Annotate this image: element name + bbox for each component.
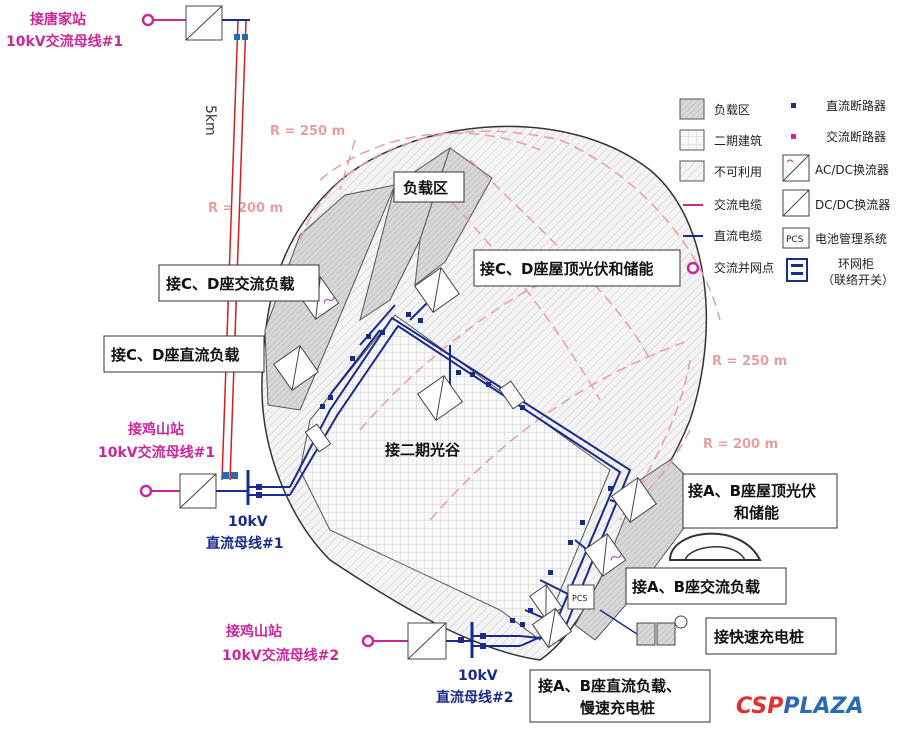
dc-bus1-kv: 10kV bbox=[228, 514, 268, 530]
cd-dc-load-box bbox=[103, 335, 265, 373]
radius-label-250-top: R = 250 m bbox=[270, 124, 345, 139]
legend-ring-main-label-2: （联络开关） bbox=[822, 272, 894, 287]
legend-dcdc-label: DC/DC换流器 bbox=[815, 198, 890, 212]
legend-grid-point-label: 交流并网点 bbox=[714, 260, 774, 275]
cd-pv-storage-box bbox=[473, 249, 681, 287]
legend-load-label: 负载区 bbox=[714, 103, 750, 117]
legend-ac-breaker-icon bbox=[791, 134, 796, 139]
jishan2-connection bbox=[361, 622, 520, 660]
legend-acdc-icon bbox=[782, 154, 810, 182]
legend-dc-cable-label: 直流电缆 bbox=[714, 229, 762, 243]
legend-phase2-label: 二期建筑 bbox=[714, 133, 762, 148]
legend-dc-breaker-icon bbox=[791, 103, 796, 108]
pcs-label: PCS bbox=[572, 594, 588, 603]
legend-ac-cable-label: 交流电缆 bbox=[714, 197, 762, 212]
cd-ac-load-box bbox=[158, 264, 320, 302]
ab-ac-load-label: 接A、B座交流负载 bbox=[632, 578, 760, 596]
dc-bus2-label: 直流母线#2 bbox=[436, 689, 513, 706]
dc-bus1-label: 直流母线#1 bbox=[206, 535, 283, 552]
ab-pv-storage-box bbox=[682, 473, 838, 529]
legend-ac-breaker-label: 交流断路器 bbox=[826, 129, 886, 144]
watermark-plaza: PLAZA bbox=[783, 694, 863, 719]
radius-label-200-left: R = 200 m bbox=[208, 201, 283, 216]
legend-dc-breaker-label: 直流断路器 bbox=[826, 98, 886, 113]
legend-unusable-swatch bbox=[679, 160, 705, 182]
valley-label: 接二期光谷 bbox=[385, 441, 461, 459]
jishan2-bus-label: 10kV交流母线#2 bbox=[222, 647, 339, 664]
load-zone-label-box bbox=[393, 171, 465, 203]
distance-label: 5km bbox=[202, 105, 218, 136]
legend-ring-main-icon bbox=[786, 258, 808, 282]
fast-charge-label: 接快速充电桩 bbox=[714, 628, 804, 646]
pcs-box: PCS bbox=[567, 584, 595, 610]
legend-acdc-label: AC/DC换流器 bbox=[815, 163, 889, 177]
ab-dc-load-box bbox=[529, 669, 711, 723]
cd-dc-load-label: 接C、D座直流负载 bbox=[111, 346, 239, 364]
tangjia-connection bbox=[141, 5, 250, 41]
converter-symbols bbox=[273, 267, 657, 649]
legend: 负载区 二期建筑 不可利用 交流电缆 直流电缆 交流并网点 直流断路器 交流断路… bbox=[679, 98, 894, 287]
jishan1-connection bbox=[139, 470, 290, 509]
legend-ring-main-label-1: 环网柜 bbox=[838, 257, 874, 271]
legend-load-swatch bbox=[679, 98, 705, 120]
legend-phase2-swatch bbox=[679, 129, 705, 151]
ab-pv-storage-label-2: 和储能 bbox=[734, 504, 779, 522]
ab-dc-load-label-1: 接A、B座直流负载、 bbox=[538, 677, 681, 695]
ab-ac-load-box bbox=[625, 567, 787, 605]
jishan2-label: 接鸡山站 bbox=[226, 623, 282, 640]
svg-text:PCS: PCS bbox=[786, 235, 804, 245]
tangjia-bus-label: 10kV交流母线#1 bbox=[6, 33, 123, 50]
watermark-csp: CSP bbox=[736, 694, 783, 719]
radius-label-250-right: R = 250 m bbox=[712, 354, 787, 369]
load-zone-strip-2 bbox=[414, 147, 493, 287]
ab-pv-storage-label-1: 接A、B座屋顶光伏 bbox=[688, 482, 816, 500]
load-zone-label: 负载区 bbox=[403, 179, 448, 197]
jishan1-bus-label: 10kV交流母线#1 bbox=[98, 444, 215, 461]
legend-unusable-label: 不可利用 bbox=[714, 165, 762, 179]
radius-label-200-right: R = 200 m bbox=[703, 437, 778, 452]
legend-bms-label: 电池管理系统 bbox=[815, 231, 887, 246]
ab-dc-load-label-2: 慢速充电桩 bbox=[580, 699, 655, 717]
tangjia-label: 接唐家站 bbox=[30, 11, 86, 28]
legend-dcdc-icon bbox=[782, 189, 810, 217]
legend-pcs-icon: PCS bbox=[782, 227, 810, 249]
fast-charge-box bbox=[705, 617, 837, 655]
fast-charge-piles bbox=[636, 615, 688, 646]
cd-pv-storage-label: 接C、D座屋顶光伏和储能 bbox=[480, 260, 653, 278]
phase2-building bbox=[299, 314, 611, 641]
legend-grid-point-icon bbox=[686, 261, 700, 275]
dc-bus2-kv: 10kV bbox=[458, 668, 498, 684]
tangjia-ac-lines bbox=[221, 19, 247, 481]
cd-ac-load-label: 接C、D座交流负载 bbox=[166, 275, 294, 293]
jishan1-label: 接鸡山站 bbox=[128, 421, 184, 438]
watermark-logo: CSPPLAZA bbox=[736, 694, 864, 719]
